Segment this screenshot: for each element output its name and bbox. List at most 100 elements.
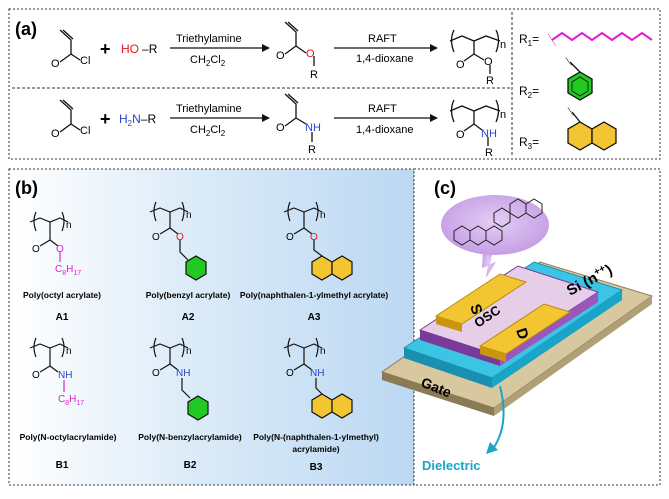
- row2-amide-r: R: [308, 144, 316, 156]
- row2-amide-nh: NH: [305, 122, 321, 134]
- polymer-b2-n: n: [186, 346, 192, 357]
- polymer-a2-o2: O: [176, 232, 184, 243]
- polymer-b1-code: B1: [56, 460, 69, 471]
- source-electrode-front: [436, 316, 462, 332]
- panel-a-label: (a): [15, 19, 37, 39]
- drain-electrode-front: [480, 346, 506, 362]
- polymer-b1-name: Poly(N-octylacrylamide): [20, 432, 117, 442]
- r3-ch2-bond: [571, 111, 581, 123]
- r3-naphthalene-ring1: [567, 121, 593, 151]
- osc-base-front: [420, 330, 500, 366]
- polymer-b3-structure: [283, 337, 323, 395]
- row2-polymer: [449, 99, 501, 146]
- panel-c-label: (c): [434, 178, 456, 198]
- polymer-a2-n: n: [186, 210, 192, 221]
- row2-plus: +: [100, 109, 111, 129]
- row1-polymer-r: R: [486, 75, 494, 87]
- polymer-b3-code: B3: [310, 462, 323, 473]
- row2-reagent: H2N–R: [119, 112, 156, 128]
- polymer-b1-o: O: [32, 370, 40, 381]
- polymer-a2-benzene: [185, 255, 207, 281]
- row1-arrow2-top: RAFT: [368, 33, 397, 45]
- polymer-b3-naph-ring1: [311, 393, 333, 419]
- polymer-a3-name: Poly(naphthalen-1-ylmethyl acrylate): [240, 290, 388, 300]
- polymer-a3-o2: O: [310, 232, 318, 243]
- polymer-b3-n: n: [320, 346, 326, 357]
- polymer-a1-n: n: [66, 220, 72, 231]
- polymer-a3-structure: [283, 201, 323, 257]
- panel-b-label: (b): [15, 178, 38, 198]
- dielectric-pointer-head: [486, 442, 498, 454]
- row1-plus: +: [100, 39, 111, 59]
- row1-carbonyl-o: O: [51, 58, 60, 70]
- polymer-b2-benzene: [187, 395, 209, 421]
- polymer-b2-name: Poly(N-benzylacrylamide): [138, 432, 242, 442]
- row1-arrow1-head: [262, 44, 270, 52]
- row2-arrow1-top: Triethylamine: [176, 103, 242, 115]
- panel-c: (c) S D OSC Si (n++) Gate Dielectric: [380, 168, 661, 486]
- row1-polymer: [449, 29, 501, 74]
- polymer-a3-n: n: [320, 210, 326, 221]
- r1-octyl-chain: [551, 31, 653, 42]
- row1-arrow1-top: Triethylamine: [176, 33, 242, 45]
- polymer-a1-code: A1: [56, 312, 69, 323]
- r2-benzene-ring: [567, 71, 593, 101]
- polymer-b1-n: n: [66, 346, 72, 357]
- polymer-b2-o: O: [152, 368, 160, 379]
- polymer-a3-code: A3: [308, 312, 321, 323]
- row2-cl: Cl: [80, 125, 90, 137]
- polymer-b3-name-line1: Poly(N-(naphthalen-1-ylmethyl): [253, 432, 379, 442]
- row1-arrow2-bottom: 1,4-dioxane: [356, 53, 414, 65]
- source-label: S: [466, 302, 485, 317]
- polymer-b3-naph-ring2: [331, 393, 353, 419]
- row1-ester-r: R: [310, 69, 318, 81]
- polymer-a1-name: Poly(octyl acrylate): [23, 290, 101, 300]
- polymer-a1-o1: O: [32, 244, 40, 255]
- polymer-b2-nh: NH: [176, 368, 190, 379]
- polymer-a2-name: Poly(benzyl acrylate): [146, 290, 231, 300]
- row1-polymer-o2: O: [484, 56, 493, 68]
- r3-naphthalene-ring2: [591, 121, 617, 151]
- row2-polymer-nh: NH: [481, 128, 497, 140]
- polymer-a1-o2: O: [56, 244, 64, 255]
- row1-ester-o-carbonyl: O: [276, 50, 285, 62]
- polymer-a2-code: A2: [182, 312, 195, 323]
- bubble-tail: [482, 250, 496, 278]
- row1-ester-o: O: [306, 48, 315, 60]
- row2-carbonyl-o: O: [51, 128, 60, 140]
- drain-label: D: [512, 326, 532, 342]
- row2-arrow1-bottom: CH2Cl2: [190, 124, 226, 138]
- polymer-a1-structure: [29, 211, 69, 262]
- dielectric-pointer: [491, 385, 505, 451]
- polymer-b2-structure: [149, 337, 191, 399]
- row2-acryloyl-chloride: [59, 99, 81, 133]
- row1-polymer-o1: O: [456, 59, 465, 71]
- substrate-side: [494, 296, 652, 416]
- row1-arrow2-head: [430, 44, 438, 52]
- panel-b: (b) n O O C8H17 Poly(octyl acrylate) A1 …: [8, 168, 415, 486]
- polymer-b1-structure: [29, 337, 69, 392]
- row2-acrylamide: [284, 93, 313, 142]
- polymer-a2-structure: [149, 201, 189, 261]
- row1-acrylate-ester: [284, 21, 315, 66]
- molecule-bubble: [441, 195, 549, 255]
- row1-polymer-n: n: [500, 39, 506, 51]
- polymer-b3-name-line2: acrylamide): [292, 444, 339, 454]
- polymer-b3-nh: NH: [310, 368, 324, 379]
- row2-polymer-n: n: [500, 109, 506, 121]
- row1-reagent-ho: HO: [121, 42, 139, 56]
- row1-cl: Cl: [80, 55, 90, 67]
- row1-arrow1-bottom: CH2Cl2: [190, 54, 226, 68]
- dielectric-label: Dielectric: [422, 458, 481, 473]
- polymer-b1-nh: NH: [58, 370, 72, 381]
- r3-label: R3=: [519, 135, 539, 151]
- panel-b-frame: [8, 168, 415, 486]
- row2-arrow1-head: [262, 114, 270, 122]
- polymer-b2-code: B2: [184, 460, 197, 471]
- polymer-a3-o1: O: [286, 232, 294, 243]
- r1-label: R1=: [519, 32, 539, 48]
- polymer-b3-o: O: [286, 368, 294, 379]
- panel-a: (a) O Cl + HO –R Triethylamine CH2Cl2 O …: [8, 8, 661, 160]
- row2-polymer-r: R: [485, 147, 493, 159]
